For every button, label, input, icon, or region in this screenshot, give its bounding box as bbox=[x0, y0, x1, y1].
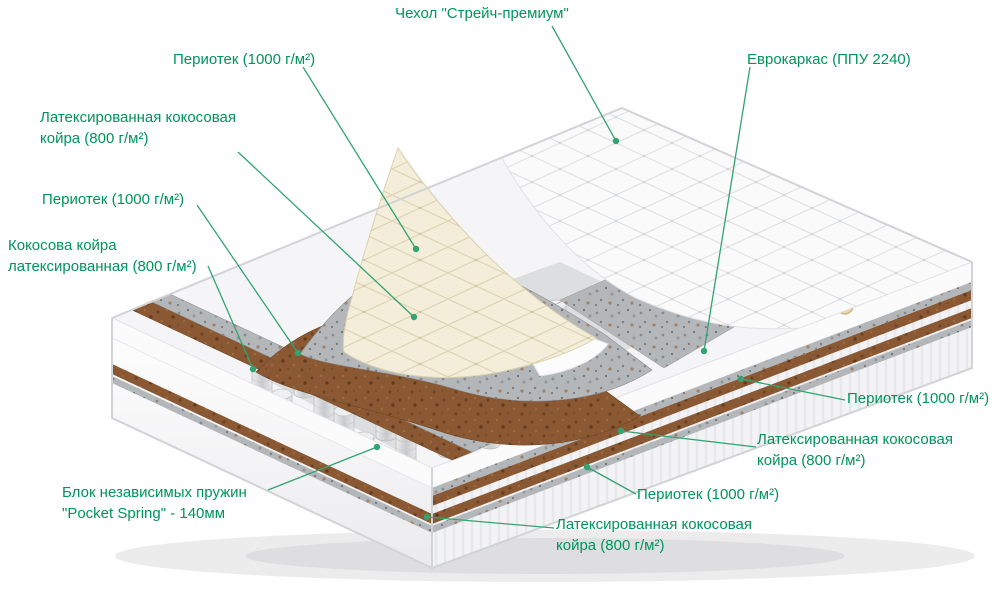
leader-coir-latex-left bbox=[207, 265, 254, 370]
periotek-edge-lower bbox=[432, 320, 972, 533]
coir-bottom-edge bbox=[112, 364, 432, 524]
label-periotek-top: Периотек (1000 г/м²) bbox=[173, 51, 316, 68]
coir-edge-lower bbox=[432, 308, 972, 524]
label-latex-coir-bottom: Латексированная кокосовая койра (800 г/м… bbox=[556, 516, 752, 554]
quilted-top-cover bbox=[501, 107, 974, 330]
label-pocket-spring: Блок независимых пружин "Pocket Spring" … bbox=[62, 484, 247, 522]
periotek-bottom-edge bbox=[112, 376, 432, 533]
label-latex-coir-left: Латексированная кокосовая койра (800 г/м… bbox=[40, 109, 236, 147]
label-latex-coir-right: Латексированная кокосовая койра (800 г/м… bbox=[757, 431, 953, 469]
mattress-front-face bbox=[111, 317, 433, 569]
leader-eurocarcass bbox=[703, 66, 751, 352]
leader-cover bbox=[551, 25, 617, 142]
cover-flap-underside bbox=[342, 146, 597, 379]
floor-shadow bbox=[115, 530, 975, 582]
coir-edge-upper bbox=[432, 290, 972, 506]
label-periotek-bottom: Периотек (1000 г/м²) bbox=[637, 486, 780, 503]
leader-latex-coir-right bbox=[620, 430, 757, 448]
leader-periotek-top bbox=[302, 66, 417, 250]
leader-lines bbox=[196, 25, 846, 529]
leader-periotek-right bbox=[740, 378, 846, 401]
label-coir-latex-left: Кокосова койра латексированная (800 г/м²… bbox=[8, 237, 197, 275]
label-periotek-left: Периотек (1000 г/м²) bbox=[42, 191, 185, 208]
leader-latex-coir-bottom bbox=[426, 516, 555, 529]
label-periotek-right: Периотек (1000 г/м²) bbox=[847, 390, 990, 407]
periotek-edge-upper bbox=[432, 282, 972, 496]
leader-periotek-bottom bbox=[586, 466, 637, 495]
leader-pocket-spring bbox=[267, 446, 378, 491]
mattress-right-face bbox=[431, 261, 973, 569]
label-eurocarcass: Еврокаркас (ППУ 2240) bbox=[747, 51, 911, 68]
leader-latex-coir-left bbox=[237, 151, 415, 318]
leader-periotek-left bbox=[196, 204, 299, 354]
label-cover: Чехол "Стрейч-премиум" bbox=[395, 5, 569, 22]
